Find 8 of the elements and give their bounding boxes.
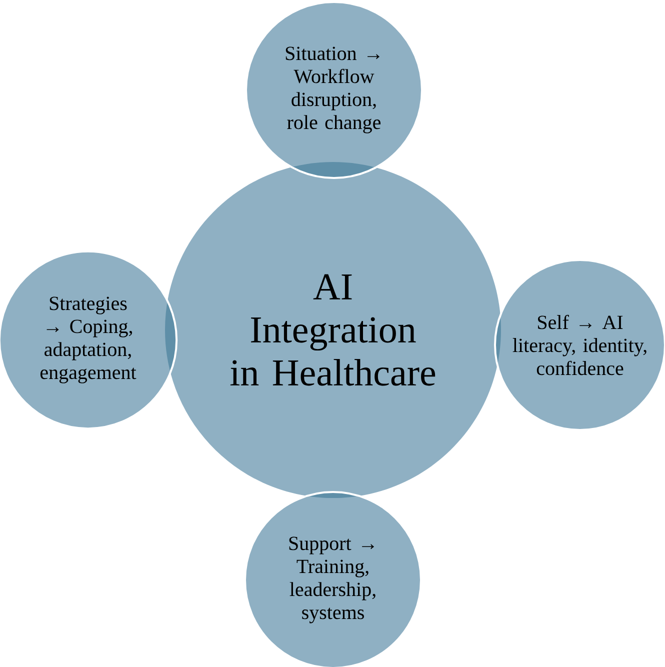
node-label: Strategies → Coping, adaptation, engagement [40, 296, 136, 384]
node-label: Support → Training, leadership, systems [289, 536, 376, 624]
circle-node: Support → Training, leadership, systems [244, 491, 422, 667]
node-label: Self → AI literacy, identity, confidence [512, 314, 646, 376]
node-label: Situation → Workflow disruption, role change [286, 46, 381, 134]
circle-node: Situation → Workflow disruption, role change [245, 1, 423, 179]
circle-node: Self → AI literacy, identity, confidence [494, 259, 665, 431]
circle-node: Strategies → Coping, adaptation, engagement [0, 250, 178, 430]
